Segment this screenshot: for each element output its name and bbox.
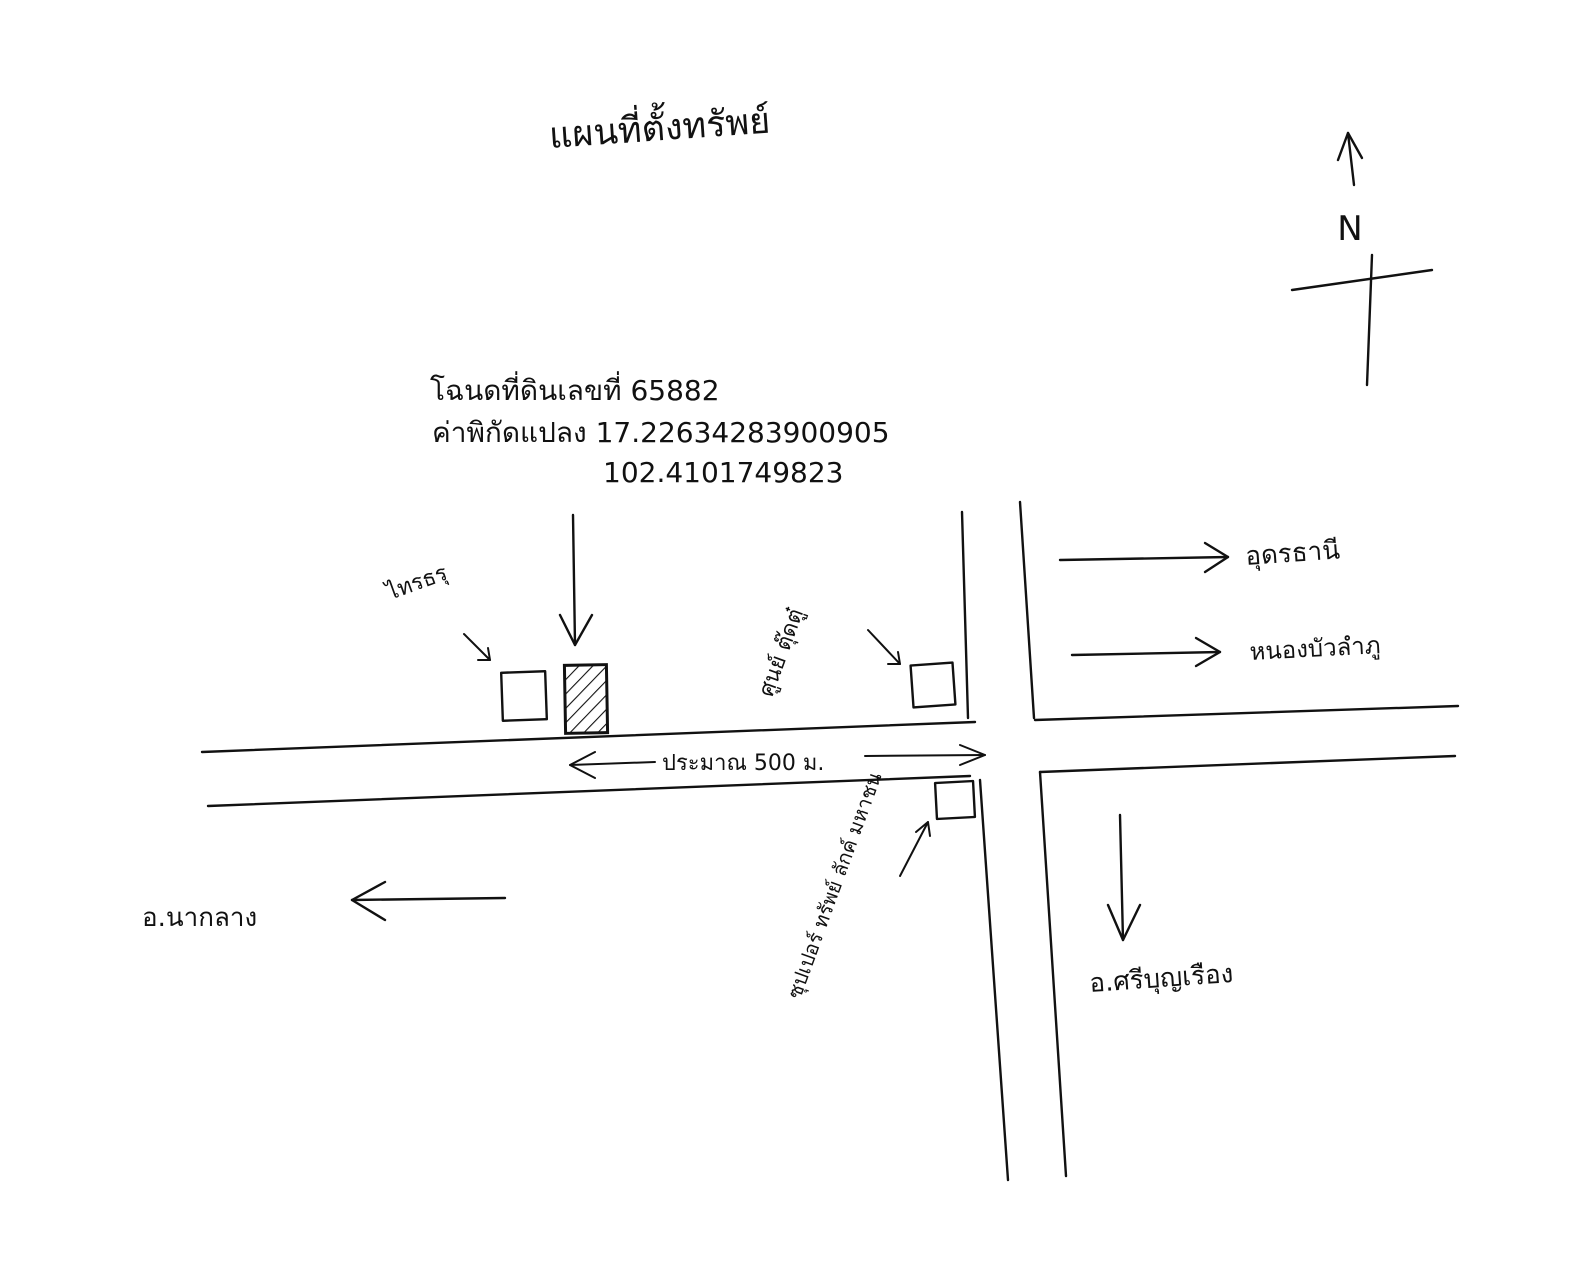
- left-building: [499, 670, 549, 722]
- left-building-pointer-arrow-icon: [463, 633, 491, 661]
- deed-coordinate-lng: 102.4101749823: [603, 456, 844, 489]
- plot-pointer-arrow-icon: [558, 513, 594, 647]
- distance-indicator: ประมาณ 500 ม.: [569, 744, 986, 779]
- north-label: N: [1337, 209, 1362, 249]
- south-arrow-icon: [1106, 813, 1142, 942]
- west-destination: อ.นากลาง: [142, 903, 257, 933]
- main-road-west: [200, 720, 977, 808]
- east-upper-arrow-icon: [1058, 541, 1230, 574]
- south-destination: อ.ศรีบุญเรือง: [1088, 959, 1234, 999]
- corner-store-pointer-arrow-icon: [899, 821, 931, 877]
- east-lower-destination: หนองบัวลำภู: [1249, 631, 1381, 667]
- east-lower-arrow-icon: [1070, 636, 1222, 668]
- cross-road-south: [978, 770, 1068, 1182]
- deed-coordinate-lat: ค่าพิกัดแปลง 17.22634283900905: [432, 416, 890, 449]
- center-right-label: ศูนย์ ตุ๊ดตู๋: [754, 605, 809, 700]
- left-building-label: ไทรธรุ: [381, 560, 451, 607]
- deed-info: โฉนดที่ดินเลขที่ 65882 ค่าพิกัดแปลง 17.2…: [430, 371, 890, 489]
- east-upper-destination: อุดรธานี: [1244, 535, 1341, 572]
- cross-road-north: [960, 500, 1036, 720]
- subject-plot: [562, 663, 610, 735]
- deed-number: โฉนดที่ดินเลขที่ 65882: [430, 371, 720, 407]
- map-title: แผนที่ตั้งทรัพย์: [547, 94, 771, 157]
- corner-store-label: ซุปเปอร์ ทรัพย์ ลักค์ มหาชน: [782, 769, 887, 1002]
- distance-label: ประมาณ 500 ม.: [662, 751, 824, 776]
- main-road-east: [1033, 704, 1460, 774]
- west-arrow-icon: [350, 880, 507, 922]
- corner-store: [933, 779, 977, 821]
- north-arrow-icon: N: [1290, 131, 1434, 387]
- center-right-pointer-arrow-icon: [867, 629, 901, 665]
- center-right-building: [909, 661, 957, 709]
